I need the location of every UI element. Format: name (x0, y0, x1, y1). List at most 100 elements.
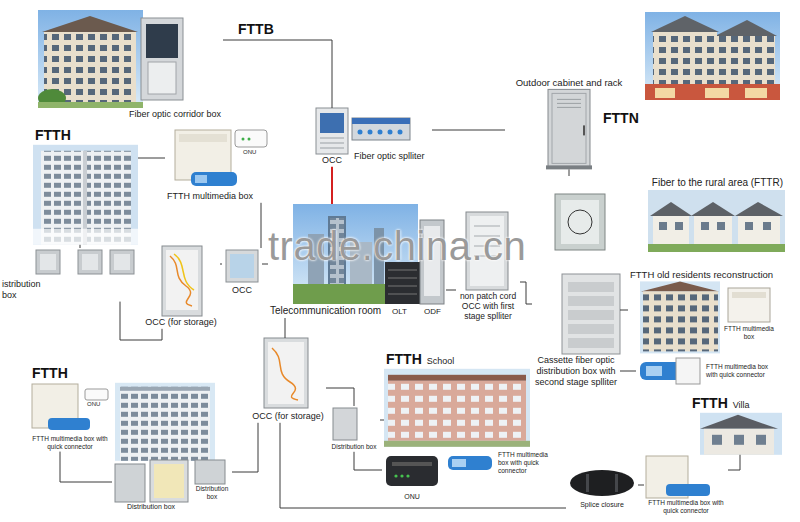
connector-line (620, 371, 636, 372)
rural-area-photo (717, 222, 725, 230)
cabinet-picture (264, 338, 308, 408)
cabinet-picture (320, 143, 344, 144)
picture-area (352, 112, 432, 150)
caption-group: Cassette fiber optic distribution box wi… (532, 354, 620, 388)
building-photo (42, 16, 138, 32)
caption-group: FTTH (30, 364, 220, 383)
caption-group: FTTH multimedia box with quick connector (494, 450, 554, 475)
picture-area (644, 456, 728, 498)
rural-area-photo (763, 222, 771, 230)
caption-text: Fiber optic splliter (354, 151, 430, 162)
picture-area (532, 274, 620, 354)
telecom-room-photo (388, 270, 417, 271)
caption-text: non patch cord OCC with first stage spll… (458, 291, 518, 322)
connector-picture (640, 358, 700, 384)
building-photo (148, 62, 176, 94)
caption-text: OCC (for storage) (252, 411, 324, 422)
device-picture (732, 292, 766, 298)
cabinet-picture (320, 148, 344, 149)
device-picture (386, 456, 438, 486)
connector-line (138, 158, 165, 159)
connector-picture (452, 459, 466, 467)
school-photo (388, 381, 526, 441)
villa-photo (704, 429, 774, 455)
caption-subtext: Villa (733, 400, 750, 411)
box-picture (333, 408, 357, 440)
caption-group: FTTH multimedia box with quick connector (30, 434, 110, 452)
device-picture (175, 130, 267, 186)
building-photo (640, 281, 720, 353)
cabinet-picture (174, 254, 194, 290)
splitter-box: Fiber optic splliter (352, 112, 432, 163)
splitter-picture (388, 130, 393, 135)
building-photo (640, 281, 720, 353)
rural-area-photo (745, 222, 753, 230)
building-photo (651, 16, 719, 32)
caption-group: FTTH multimedia box (165, 190, 269, 203)
box-picture (195, 460, 225, 484)
rural-area-photo (653, 216, 689, 246)
building-photo (645, 12, 780, 100)
building-photo (33, 145, 138, 245)
picture-area (566, 466, 638, 500)
equipment-label: OLT (392, 307, 407, 317)
cabinet-picture (264, 338, 308, 408)
telecom-room-photo (293, 284, 385, 304)
rural-area-photo (650, 202, 692, 216)
building-photo (120, 387, 210, 461)
rural-area-box: Fiber to the rural area (FTTR) (553, 176, 785, 252)
connector-picture (676, 358, 700, 384)
picture-area (250, 338, 326, 410)
caption-text: Distribution box (330, 443, 378, 451)
caption-group: non patch cord OCC with first stage spll… (456, 290, 520, 323)
connector-line (285, 318, 286, 338)
building-box: FTTHSchool (384, 350, 530, 447)
rural-area-photo (648, 190, 785, 252)
caption-group: Fiber to the rural area (FTTR) (553, 176, 785, 190)
picture-area (33, 145, 138, 245)
box-picture (36, 250, 134, 274)
rural-area-photo (735, 202, 783, 216)
building-photo (715, 20, 777, 36)
box-picture (226, 250, 258, 282)
rural-area-photo (555, 190, 785, 252)
box-picture (115, 460, 188, 502)
caption-subtext: School (427, 356, 455, 367)
building-photo (745, 88, 767, 98)
villa-photo (700, 415, 778, 429)
caption-group: FTTH multimedia box with quick connector (702, 362, 780, 380)
device-picture (235, 130, 267, 147)
rural-area-photo (561, 200, 599, 244)
cabinet-box: OCC (for storage) (142, 246, 220, 329)
caption-text: FTTH old residents reconstruction (630, 269, 778, 280)
caption-text: FTTH multimedia box (167, 191, 267, 202)
rural-area-photo (701, 222, 709, 230)
device-picture (191, 172, 237, 186)
splitter-picture (352, 118, 410, 140)
device-box: Distribution box (192, 460, 232, 502)
cabinet-picture (583, 125, 585, 135)
cabinet-picture (162, 246, 202, 316)
caption-text: FTTH multimedia box (722, 325, 776, 341)
caption-text: FTTH (692, 395, 728, 412)
caption-text: ONU (384, 493, 440, 501)
building-photo (38, 10, 143, 108)
cabinet-picture (557, 103, 581, 104)
picture-area (328, 406, 380, 442)
caption-text: Distribution box (194, 485, 230, 501)
building-photo (641, 281, 719, 291)
caption-text: Splice closure (568, 501, 636, 509)
device-picture (666, 484, 710, 496)
telecom-room-photo (388, 286, 417, 287)
cabinet-box: OCC (312, 108, 352, 167)
caption-text: FTTH (32, 365, 218, 382)
picture-area (192, 460, 232, 484)
building-photo (643, 291, 718, 351)
cabinet-picture (548, 89, 590, 167)
device-box: Cassette fiber optic distribution box wi… (532, 274, 620, 388)
connector-line (520, 282, 532, 304)
rural-area-photo (694, 216, 732, 246)
network-type-label: FTTN (603, 110, 639, 127)
caption-group: Telecommunication room (268, 304, 446, 318)
connector-line (728, 455, 740, 470)
